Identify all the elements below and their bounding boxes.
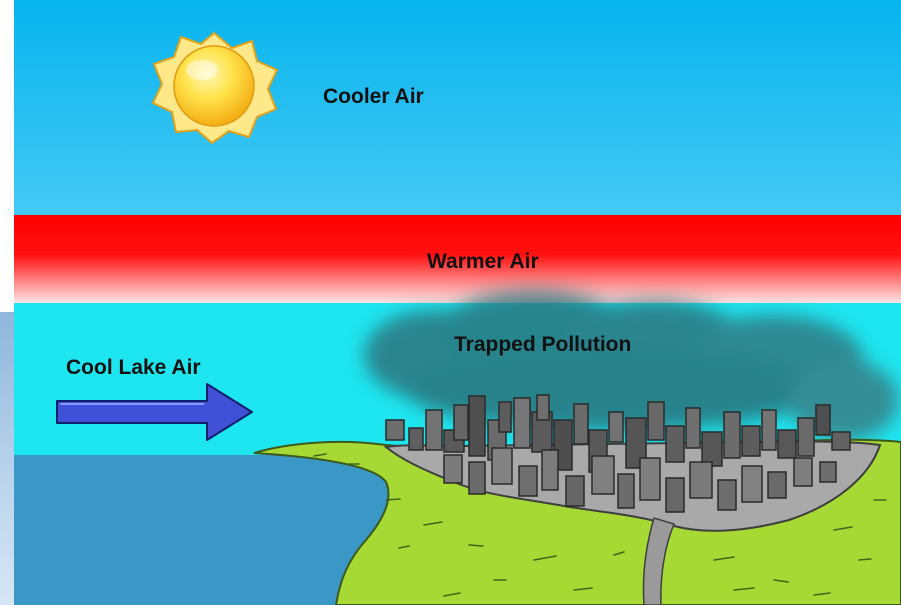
warmer-air-layer bbox=[14, 215, 901, 303]
right-arrow-icon bbox=[56, 383, 253, 441]
slide-background-strip bbox=[0, 312, 14, 605]
cool-lake-air-label: Cool Lake Air bbox=[66, 356, 201, 379]
city-buildings bbox=[385, 394, 851, 513]
road bbox=[642, 517, 676, 605]
warmer-air-label: Warmer Air bbox=[427, 250, 539, 273]
diagram-scene: Cooler Air Warmer Air Trapped Pollution … bbox=[14, 0, 901, 605]
cooler-air-layer bbox=[14, 0, 901, 215]
grass-texture bbox=[313, 453, 887, 597]
cooler-air-label: Cooler Air bbox=[323, 85, 424, 108]
sun-icon bbox=[151, 31, 279, 145]
trapped-pollution-label: Trapped Pollution bbox=[454, 333, 632, 356]
scene-illustration bbox=[14, 0, 901, 605]
